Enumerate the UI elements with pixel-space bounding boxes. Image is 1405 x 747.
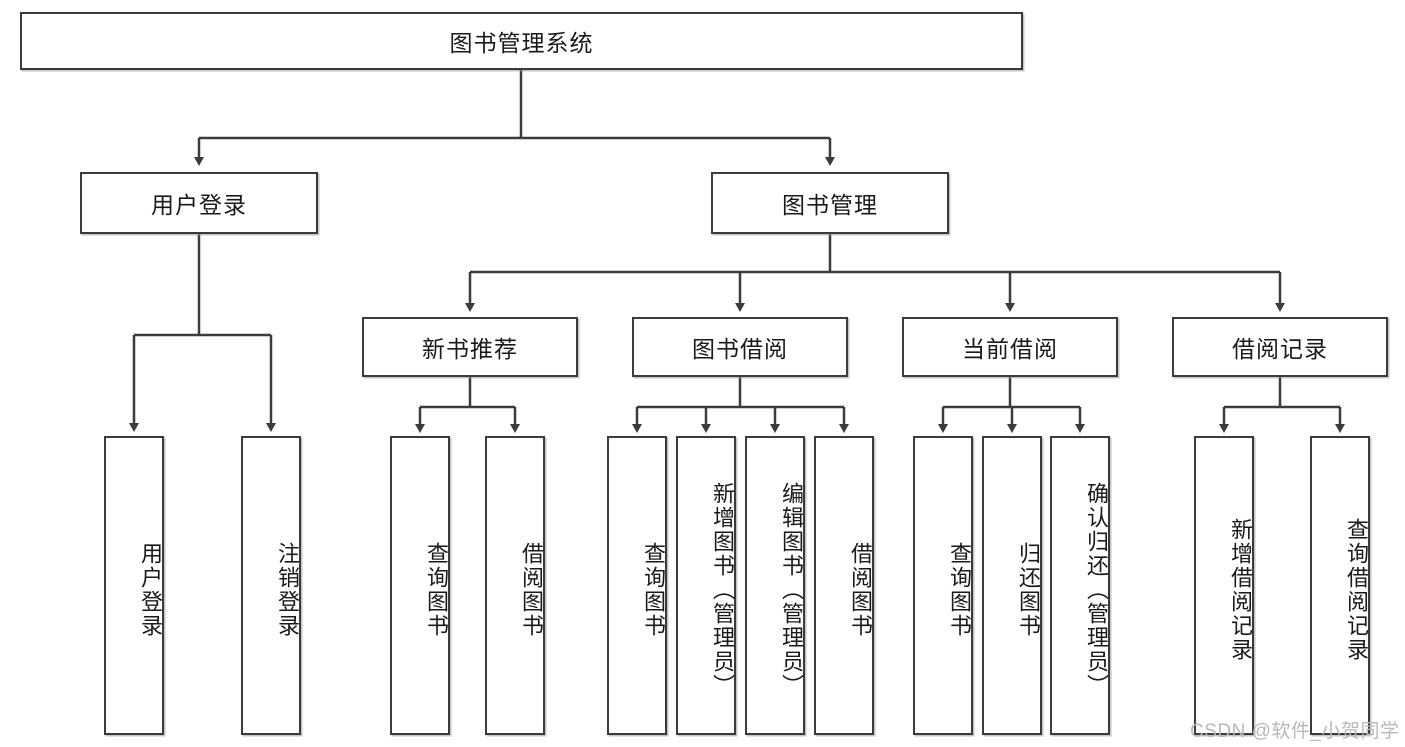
leaf-records-add-record[interactable]: 新增借阅记录 xyxy=(1194,436,1254,735)
node-label: 查询图书 xyxy=(424,541,449,638)
node-label: 归还图书 xyxy=(1016,541,1041,638)
leaf-user-login-logout[interactable]: 注销登录 xyxy=(241,436,301,735)
leaf-new-book-query[interactable]: 查询图书 xyxy=(390,436,450,735)
leaf-current-return-book[interactable]: 归还图书 xyxy=(982,436,1042,735)
node-label: 确认归还（管理员） xyxy=(1084,481,1109,698)
node-label: 查询借阅记录 xyxy=(1344,517,1369,662)
node-label: 编辑图书（管理员） xyxy=(779,481,804,698)
leaf-new-book-borrow[interactable]: 借阅图书 xyxy=(485,436,545,735)
node-label: 图书借阅 xyxy=(692,336,788,362)
node-label: 新增图书（管理员） xyxy=(710,481,735,698)
node-label: 当前借阅 xyxy=(962,336,1058,362)
node-label: 新书推荐 xyxy=(422,336,518,362)
leaf-borrow-edit-book-admin[interactable]: 编辑图书（管理员） xyxy=(745,436,805,735)
node-label: 查询图书 xyxy=(947,541,972,638)
node-book-borrow[interactable]: 图书借阅 xyxy=(632,317,848,377)
node-label: 借阅图书 xyxy=(848,541,873,638)
node-label: 新增借阅记录 xyxy=(1228,517,1253,662)
leaf-current-query-book[interactable]: 查询图书 xyxy=(913,436,973,735)
node-current-borrow[interactable]: 当前借阅 xyxy=(902,317,1118,377)
leaf-borrow-borrow-book[interactable]: 借阅图书 xyxy=(814,436,874,735)
node-label: 查询图书 xyxy=(641,541,666,638)
node-new-book-recommend[interactable]: 新书推荐 xyxy=(362,317,578,377)
node-label: 图书管理系统 xyxy=(449,30,594,56)
leaf-current-confirm-return-admin[interactable]: 确认归还（管理员） xyxy=(1050,436,1110,735)
leaf-records-query-record[interactable]: 查询借阅记录 xyxy=(1310,436,1370,735)
node-book-management[interactable]: 图书管理 xyxy=(711,172,949,234)
node-user-login[interactable]: 用户登录 xyxy=(80,172,318,234)
node-root-library-system[interactable]: 图书管理系统 xyxy=(20,12,1023,70)
leaf-borrow-add-book-admin[interactable]: 新增图书（管理员） xyxy=(676,436,736,735)
node-label: 注销登录 xyxy=(275,541,300,638)
node-borrow-records[interactable]: 借阅记录 xyxy=(1172,317,1388,377)
node-label: 用户登录 xyxy=(151,192,247,218)
node-label: 用户登录 xyxy=(138,541,163,638)
node-label: 图书管理 xyxy=(782,192,878,218)
leaf-borrow-query-book[interactable]: 查询图书 xyxy=(607,436,667,735)
node-label: 借阅记录 xyxy=(1232,336,1328,362)
leaf-user-login-login[interactable]: 用户登录 xyxy=(104,436,164,735)
node-label: 借阅图书 xyxy=(519,541,544,638)
